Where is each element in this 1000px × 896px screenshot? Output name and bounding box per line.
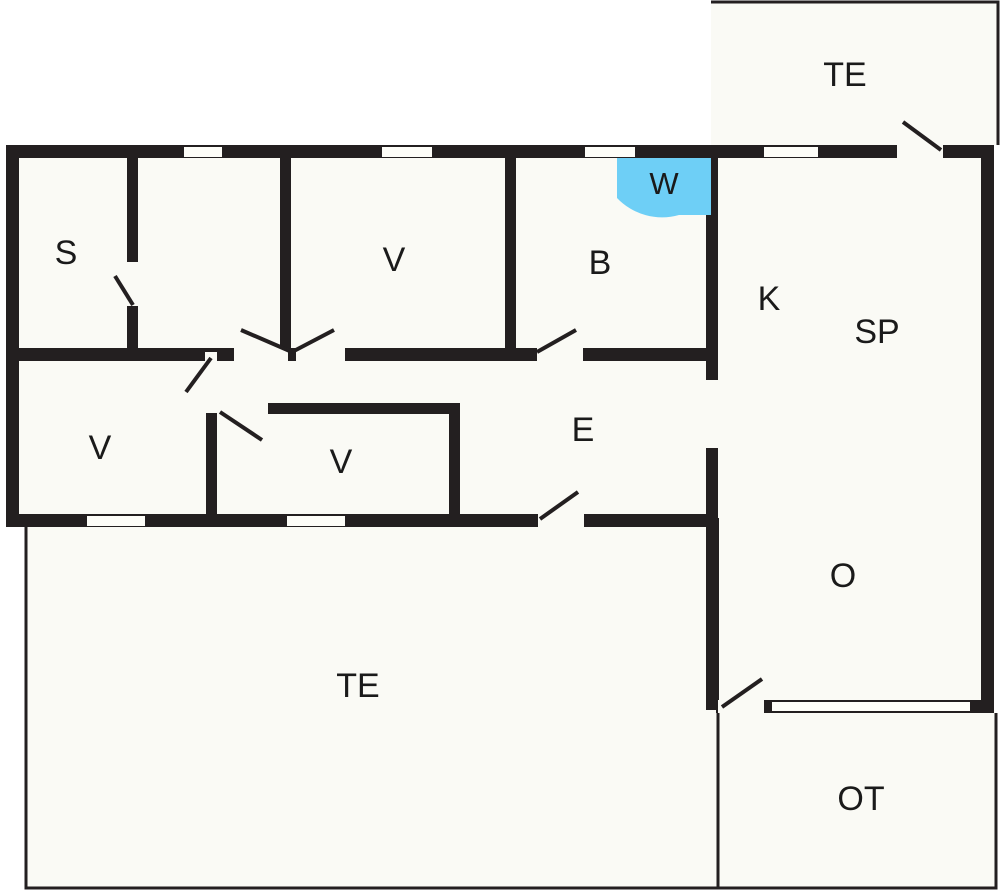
wall-top-exterior bbox=[6, 145, 994, 158]
door-swing-v-inner bbox=[218, 410, 264, 442]
thin-wall-te-top bbox=[711, 0, 1000, 145]
wall-v-corridor-right bbox=[280, 158, 291, 348]
wall-v-inner-right bbox=[449, 403, 460, 521]
room-labels: S V B W K SP V V E O TE TE OT bbox=[55, 56, 900, 818]
room-label-te-main: TE bbox=[336, 667, 379, 705]
room-label-o: O bbox=[830, 557, 856, 595]
door-gap-te-top bbox=[897, 145, 943, 158]
wall-v-left-right bbox=[206, 408, 217, 518]
wall-mid-seg-2 bbox=[288, 348, 296, 361]
door-swing-s bbox=[113, 274, 135, 307]
door-swing-b bbox=[536, 328, 577, 354]
wall-right-exterior bbox=[981, 145, 994, 713]
door-gap-corridor-right bbox=[296, 348, 345, 361]
window-top-1 bbox=[184, 147, 222, 157]
door-swing-corridor-left bbox=[240, 328, 293, 354]
room-label-e: E bbox=[572, 411, 595, 449]
window-bottom-1 bbox=[87, 516, 145, 526]
fill-house-upper bbox=[6, 145, 994, 527]
window-bottom-2 bbox=[287, 516, 345, 526]
window-top-2 bbox=[382, 147, 432, 157]
sink-icon-curve bbox=[617, 158, 711, 218]
windows bbox=[87, 147, 970, 711]
door-swing-corridor-right bbox=[291, 328, 335, 354]
wall-mid-seg-1 bbox=[6, 348, 234, 361]
room-label-v-top: V bbox=[383, 241, 406, 279]
room-label-s: S bbox=[55, 234, 78, 272]
door-swing-te-top bbox=[901, 120, 943, 152]
wall-mid-seg-3 bbox=[345, 348, 537, 361]
door-swing-v-left bbox=[184, 356, 213, 394]
room-fills bbox=[6, 2, 998, 888]
doors bbox=[113, 120, 943, 713]
door-gap-v-inner bbox=[206, 403, 217, 413]
door-swing-o-ot bbox=[720, 677, 764, 709]
wall-mid-seg-4 bbox=[583, 348, 711, 361]
wall-v-s-right bbox=[127, 158, 138, 348]
room-label-k: K bbox=[758, 280, 781, 318]
fill-te-main bbox=[26, 527, 718, 888]
thin-walls bbox=[24, 0, 1000, 890]
room-label-v-inner: V bbox=[330, 443, 353, 481]
fill-te-top bbox=[711, 2, 998, 145]
door-gap-s bbox=[127, 262, 138, 306]
room-label-v-left: V bbox=[89, 429, 112, 467]
fixtures bbox=[617, 158, 711, 218]
room-label-sp: SP bbox=[854, 313, 899, 351]
window-top-3 bbox=[585, 147, 635, 157]
door-gap-e bbox=[538, 514, 584, 527]
room-label-b: B bbox=[589, 244, 612, 282]
window-o-south bbox=[772, 702, 970, 711]
door-swing-e bbox=[538, 490, 580, 521]
fill-right-wing bbox=[711, 500, 994, 712]
door-gap-corridor-left bbox=[234, 348, 288, 361]
thin-wall-te-main bbox=[24, 527, 718, 890]
wall-left-exterior bbox=[6, 145, 19, 527]
wall-right-wing-upper bbox=[706, 448, 718, 518]
fill-ot bbox=[718, 710, 995, 888]
door-gap-b bbox=[537, 348, 583, 361]
room-label-ot: OT bbox=[837, 780, 884, 818]
door-gap-v-left bbox=[205, 352, 217, 410]
room-label-w: W bbox=[649, 166, 679, 201]
wall-v-inner-top bbox=[268, 403, 460, 414]
window-top-4 bbox=[764, 147, 818, 157]
room-label-te-top: TE bbox=[823, 56, 866, 94]
wall-v-vtop-right bbox=[505, 158, 516, 348]
wall-right-wing-lower bbox=[706, 518, 719, 710]
